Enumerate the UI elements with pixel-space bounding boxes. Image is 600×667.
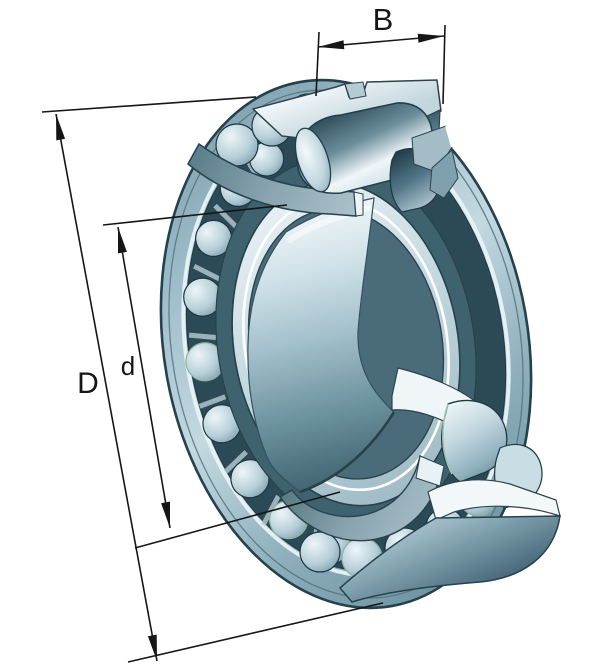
d-outer-extension-top	[41, 96, 257, 113]
dimension-B	[315, 24, 446, 105]
b-arrowhead-right	[417, 33, 444, 43]
cage-rail-top-cut-face	[353, 191, 364, 217]
bottom-cutaway	[278, 367, 561, 603]
cage-tab-right-1-highlight	[445, 125, 453, 148]
label-outer-diameter-D: D	[77, 367, 99, 400]
d-bore-arrowhead-bottom	[161, 501, 170, 528]
outer-ring-bottom-body	[338, 515, 561, 603]
d-outer-arrowhead-top	[56, 114, 66, 141]
top-roller-end-cap	[294, 127, 332, 193]
cage-neck	[344, 81, 367, 100]
cage-tab-right-2	[429, 149, 459, 199]
d-outer-arrowhead-bottom	[147, 634, 157, 661]
bearing	[159, 78, 561, 610]
top-cutaway	[252, 79, 459, 213]
d-outer-extension-bottom	[127, 602, 384, 663]
d-bore-extension-bottom	[134, 491, 341, 549]
dimension-D	[41, 96, 384, 663]
d-bore-dimension-line	[117, 226, 171, 529]
b-extension-left	[315, 31, 320, 97]
d-bore-arrowhead-top	[118, 227, 127, 254]
d-bore-extension-top	[102, 204, 288, 226]
label-width-B: B	[373, 2, 394, 37]
dimension-d	[102, 204, 341, 549]
bottom-roller-big-green-edge	[442, 403, 453, 475]
b-extension-right	[442, 24, 446, 105]
bore-bottom-edge	[299, 411, 396, 494]
dimension-annotations: B D d	[41, 2, 446, 663]
b-arrowhead-left	[318, 40, 345, 50]
outer-ring-edge-line	[168, 89, 524, 599]
label-bore-diameter-d: d	[121, 351, 135, 381]
d-outer-dimension-line	[55, 113, 158, 662]
